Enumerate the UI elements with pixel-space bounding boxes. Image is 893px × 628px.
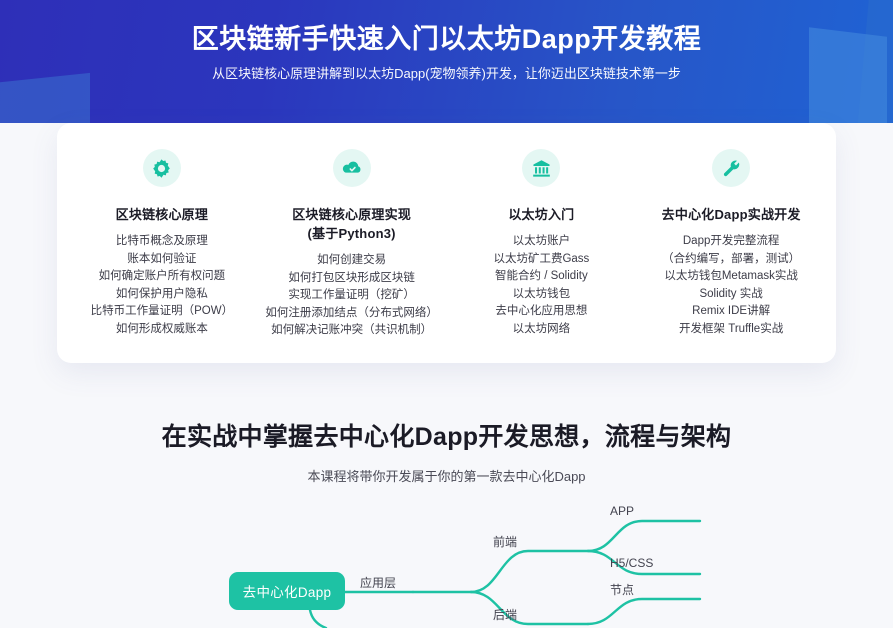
feature-title-line1: 以太坊入门 [508, 207, 575, 222]
list-item: 去中心化应用思想 [495, 305, 588, 317]
list-item: 智能合约 / Solidity [495, 270, 588, 282]
section-subtitle: 本课程将带你开发属于你的第一款去中心化Dapp [307, 469, 586, 484]
feature-column-title: 去中心化Dapp实战开发 [640, 205, 822, 224]
feature-item-list: 以太坊账户 以太坊矿工费Gass 智能合约 / Solidity 以太坊钱包 去… [451, 233, 633, 338]
mindmap-root-node[interactable]: 去中心化Dapp [229, 572, 345, 610]
section-architecture: 在实战中掌握去中心化Dapp开发思想，流程与架构 本课程将带你开发属于你的第一款… [0, 368, 893, 486]
feature-column-4: 去中心化Dapp实战开发 Dapp开发完整流程 （合约编写，部署，测试） 以太坊… [636, 149, 826, 340]
wrench-icon [712, 149, 751, 187]
list-item: 开发框架 Truffle实战 [679, 322, 784, 335]
feature-column-title: 区块链核心原理 [71, 205, 253, 224]
cloud-check-icon [332, 149, 371, 187]
branch-backend-to-node [586, 597, 702, 626]
page-subtitle: 从区块链核心原理讲解到以太坊Dapp(宠物领养)开发，让你迈出区块链技术第一步 [212, 66, 681, 81]
mindmap-label-backend: 后端 [493, 608, 518, 622]
list-item: 如何确定账户所有权问题 [98, 270, 226, 282]
list-item: 以太坊账户 [512, 235, 571, 247]
list-item: 比特币工作量证明（POW） [90, 305, 234, 317]
list-item: 如何保护用户隐私 [115, 287, 208, 300]
branch-frontend-to-h5css [586, 549, 702, 576]
branch-root-bottom-stub [308, 608, 328, 628]
branch-to-frontend [469, 549, 590, 594]
mindmap-label-app: APP [610, 504, 635, 518]
list-item: 如何创建交易 [317, 254, 387, 266]
branch-to-backend [469, 590, 590, 626]
bank-icon [522, 149, 561, 187]
feature-column-title: 区块链核心原理实现 (基于Python3) [261, 205, 443, 243]
list-item: 以太坊网络 [512, 322, 571, 335]
feature-column-3: 以太坊入门 以太坊账户 以太坊矿工费Gass 智能合约 / Solidity 以… [447, 149, 637, 340]
list-item: 以太坊矿工费Gass [493, 252, 590, 265]
feature-columns: 区块链核心原理 比特币概念及原理 账本如何验证 如何确定账户所有权问题 如何保护… [57, 123, 836, 340]
feature-column-title: 以太坊入门 [451, 205, 633, 224]
feature-item-list: 比特币概念及原理 账本如何验证 如何确定账户所有权问题 如何保护用户隐私 比特币… [71, 233, 253, 338]
feature-card: 区块链核心原理 比特币概念及原理 账本如何验证 如何确定账户所有权问题 如何保护… [57, 123, 836, 363]
list-item: 以太坊钱包Metamask实战 [664, 270, 798, 282]
list-item: Dapp开发完整流程 [682, 235, 780, 247]
list-item: 以太坊钱包 [512, 287, 571, 300]
hero-text-block: 区块链新手快速入门以太坊Dapp开发教程 从区块链核心原理讲解到以太坊Dapp(… [0, 0, 893, 84]
hero-banner: 区块链新手快速入门以太坊Dapp开发教程 从区块链核心原理讲解到以太坊Dapp(… [0, 0, 893, 123]
list-item: 如何解决记账冲突（共识机制） [271, 324, 433, 336]
feature-title-line1: 去中心化Dapp实战开发 [661, 207, 801, 222]
mindmap-label-app-layer: 应用层 [360, 576, 397, 590]
gear-icon [142, 149, 181, 187]
list-item: Solidity 实战 [699, 287, 763, 300]
feature-item-list: Dapp开发完整流程 （合约编写，部署，测试） 以太坊钱包Metamask实战 … [640, 233, 822, 338]
mindmap-label-h5css: H5/CSS [610, 556, 654, 570]
mindmap-label-node: 节点 [610, 583, 635, 597]
page-title: 区块链新手快速入门以太坊Dapp开发教程 [191, 24, 702, 54]
feature-column-2: 区块链核心原理实现 (基于Python3) 如何创建交易 如何打包区块形成区块链… [257, 149, 447, 340]
feature-title-line2: (基于Python3) [307, 226, 396, 241]
list-item: 比特币概念及原理 [115, 235, 208, 247]
feature-item-list: 如何创建交易 如何打包区块形成区块链 实现工作量证明（挖矿） 如何注册添加结点（… [261, 252, 443, 340]
list-item: （合约编写，部署，测试） [662, 252, 801, 265]
feature-card-section: 区块链核心原理 比特币概念及原理 账本如何验证 如何确定账户所有权问题 如何保护… [0, 123, 893, 368]
list-item: 如何形成权威账本 [115, 322, 208, 335]
list-item: 账本如何验证 [127, 252, 197, 265]
branch-frontend-to-app [586, 519, 702, 553]
list-item: 如何注册添加结点（分布式网络） [265, 306, 438, 319]
section-title: 在实战中掌握去中心化Dapp开发思想，流程与架构 [161, 423, 732, 451]
mindmap-label-frontend: 前端 [493, 535, 518, 549]
feature-title-line1: 区块链核心原理实现 [292, 207, 412, 222]
feature-title-line1: 区块链核心原理 [115, 207, 209, 222]
list-item: 实现工作量证明（挖矿） [288, 289, 415, 301]
mindmap-branches [308, 519, 702, 628]
feature-column-1: 区块链核心原理 比特币概念及原理 账本如何验证 如何确定账户所有权问题 如何保护… [67, 149, 257, 340]
list-item: 如何打包区块形成区块链 [288, 271, 415, 284]
list-item: Remix IDE讲解 [692, 305, 771, 317]
mindmap-diagram: 去中心化Dapp 应用层 前端 后端 APP H5/CSS 节点 [0, 498, 893, 628]
